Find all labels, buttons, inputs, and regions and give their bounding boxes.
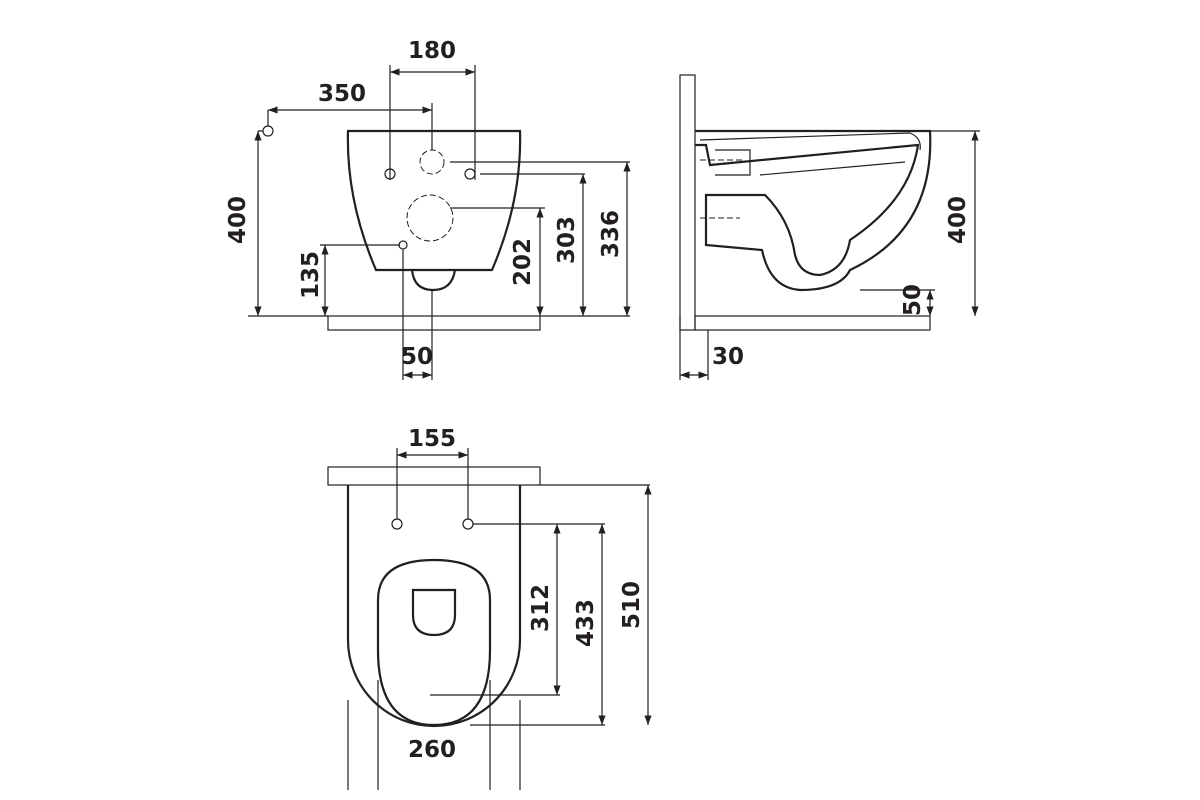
- bowl-inner: [699, 132, 921, 176]
- supply-point: [262, 125, 274, 137]
- bowl-outline: [346, 129, 522, 272]
- wall-slab: [679, 74, 696, 331]
- floor-slab-side: [694, 315, 931, 331]
- mount-hole-low: [398, 240, 408, 250]
- dim-180: 180: [408, 38, 456, 64]
- seat-opening: [376, 558, 492, 727]
- dim-336: 336: [598, 210, 624, 258]
- dim-312: 312: [528, 584, 554, 632]
- outlet-bulge: [410, 269, 457, 292]
- dim-50-side: 50: [900, 284, 926, 316]
- dim-400-side: 400: [945, 196, 971, 244]
- dim-50-front: 50: [401, 344, 433, 370]
- dim-510: 510: [619, 581, 645, 629]
- inner-lid: [411, 588, 457, 637]
- dim-400-front: 400: [225, 196, 251, 244]
- mount-hole-right-top: [462, 518, 474, 530]
- dim-155: 155: [408, 426, 456, 452]
- mount-hole-left-top: [391, 518, 403, 530]
- top-view: 155 312 433 510 260: [327, 426, 652, 790]
- dim-350: 350: [318, 81, 366, 107]
- dim-303: 303: [554, 216, 580, 264]
- bowl-section: [695, 129, 932, 292]
- mount-hole-right: [464, 168, 476, 180]
- water-inlet: [419, 149, 445, 175]
- dim-30: 30: [712, 344, 744, 370]
- dim-260: 260: [408, 737, 456, 763]
- bowl-outline-top: [346, 485, 522, 728]
- dim-433: 433: [573, 599, 599, 647]
- waste-outlet: [406, 194, 454, 242]
- wall-slab-top: [327, 466, 541, 486]
- side-view: 400 50 30: [679, 74, 980, 380]
- floor-slab: [327, 315, 541, 331]
- dim-202: 202: [510, 238, 536, 286]
- dim-135: 135: [298, 251, 324, 299]
- front-view: 180 350 400 135 202 303 336 50: [225, 38, 631, 380]
